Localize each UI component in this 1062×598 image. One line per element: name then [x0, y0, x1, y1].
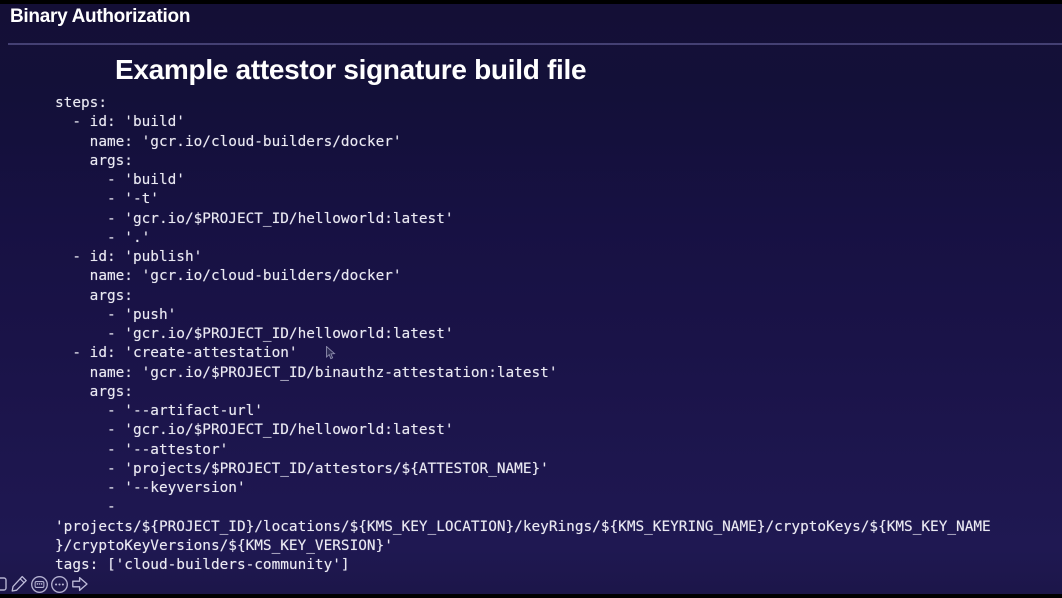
code-line: args: [55, 287, 133, 304]
code-line: }/cryptoKeyVersions/${KMS_KEY_VERSION}' [55, 537, 393, 554]
code-line: args: [55, 383, 133, 400]
more-circle-icon[interactable] [50, 575, 69, 594]
code-line: - 'gcr.io/$PROJECT_ID/helloworld:latest' [55, 326, 454, 342]
slide-kicker: Binary Authorization [10, 6, 191, 27]
code-line: - id: 'publish' [55, 249, 203, 265]
code-line: 'projects/${PROJECT_ID}/locations/${KMS_… [55, 518, 991, 535]
code-line: - 'gcr.io/$PROJECT_ID/helloworld:latest' [55, 422, 454, 439]
partial-square-icon[interactable] [0, 574, 8, 594]
header-divider [8, 43, 1062, 45]
code-line: - id: 'create-attestation' [55, 345, 298, 362]
code-line: - 'projects/$PROJECT_ID/attestors/${ATTE… [55, 460, 549, 477]
code-block: steps: - id: 'build' name: 'gcr.io/cloud… [55, 94, 991, 575]
code-line: - '--artifact-url' [55, 403, 263, 419]
annotation-toolbar [0, 573, 90, 595]
code-line: - id: 'build' [55, 114, 185, 131]
code-line: - 'build' [55, 172, 185, 188]
code-line: args: [55, 152, 133, 169]
code-line: - 'push' [55, 306, 177, 323]
forward-arrow-icon[interactable] [70, 574, 90, 594]
slide-background [0, 4, 1062, 594]
code-line: name: 'gcr.io/cloud-builders/docker' [55, 268, 402, 285]
code-line: name: 'gcr.io/cloud-builders/docker' [55, 133, 402, 150]
code-line: - '-t' [55, 191, 159, 208]
mouse-cursor-icon [325, 345, 337, 365]
code-line: steps: [55, 95, 107, 111]
code-line: - '--attestor' [55, 441, 229, 458]
keyboard-circle-icon[interactable] [30, 575, 49, 594]
code-line: name: 'gcr.io/$PROJECT_ID/binauthz-attes… [55, 364, 558, 381]
pen-icon[interactable] [9, 574, 29, 594]
code-line: - '.' [55, 229, 151, 246]
code-line: - '--keyversion' [55, 480, 246, 496]
slide-title: Example attestor signature build file [115, 54, 587, 85]
code-line: tags: ['cloud-builders-community'] [55, 557, 350, 573]
code-line: - 'gcr.io/$PROJECT_ID/helloworld:latest' [55, 210, 454, 227]
code-line: - [55, 499, 116, 516]
